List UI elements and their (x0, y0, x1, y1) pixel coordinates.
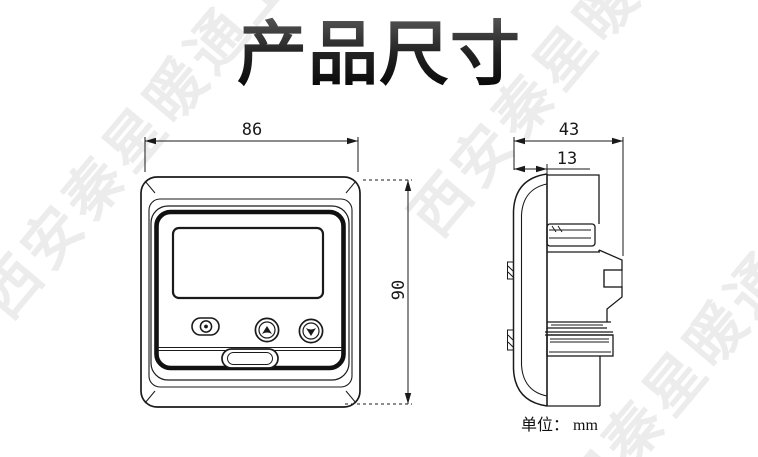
dimension-front-height: 90 (345, 179, 412, 405)
page-title: 产品尺寸 (0, 0, 758, 99)
dimension-panel-depth: 13 (514, 149, 590, 176)
faceplate-profile (512, 173, 548, 407)
bottom-tab (221, 348, 279, 369)
rear-body (545, 174, 623, 407)
unit-label: 单位： mm (521, 416, 598, 434)
front-width-value: 86 (242, 120, 262, 140)
bezel-outer-line (150, 205, 350, 381)
lcd-display (171, 226, 325, 300)
front-view (140, 176, 361, 408)
panel-depth-value: 13 (557, 149, 577, 169)
faceplate-inner-line (520, 183, 548, 397)
front-edge-bosses (507, 261, 514, 351)
dimension-side-depth: 43 (513, 120, 624, 256)
front-outer-frame (140, 176, 361, 408)
down-button-icon (298, 318, 324, 344)
button-row (191, 317, 324, 344)
front-height-value: 90 (389, 280, 409, 300)
dimension-front-width: 86 (144, 120, 359, 172)
side-view (507, 173, 623, 407)
front-bevel-outline (148, 198, 353, 388)
up-button-icon (254, 317, 280, 343)
corner-mitres (144, 180, 357, 404)
power-button-icon (191, 317, 220, 336)
side-depth-value: 43 (559, 120, 579, 140)
